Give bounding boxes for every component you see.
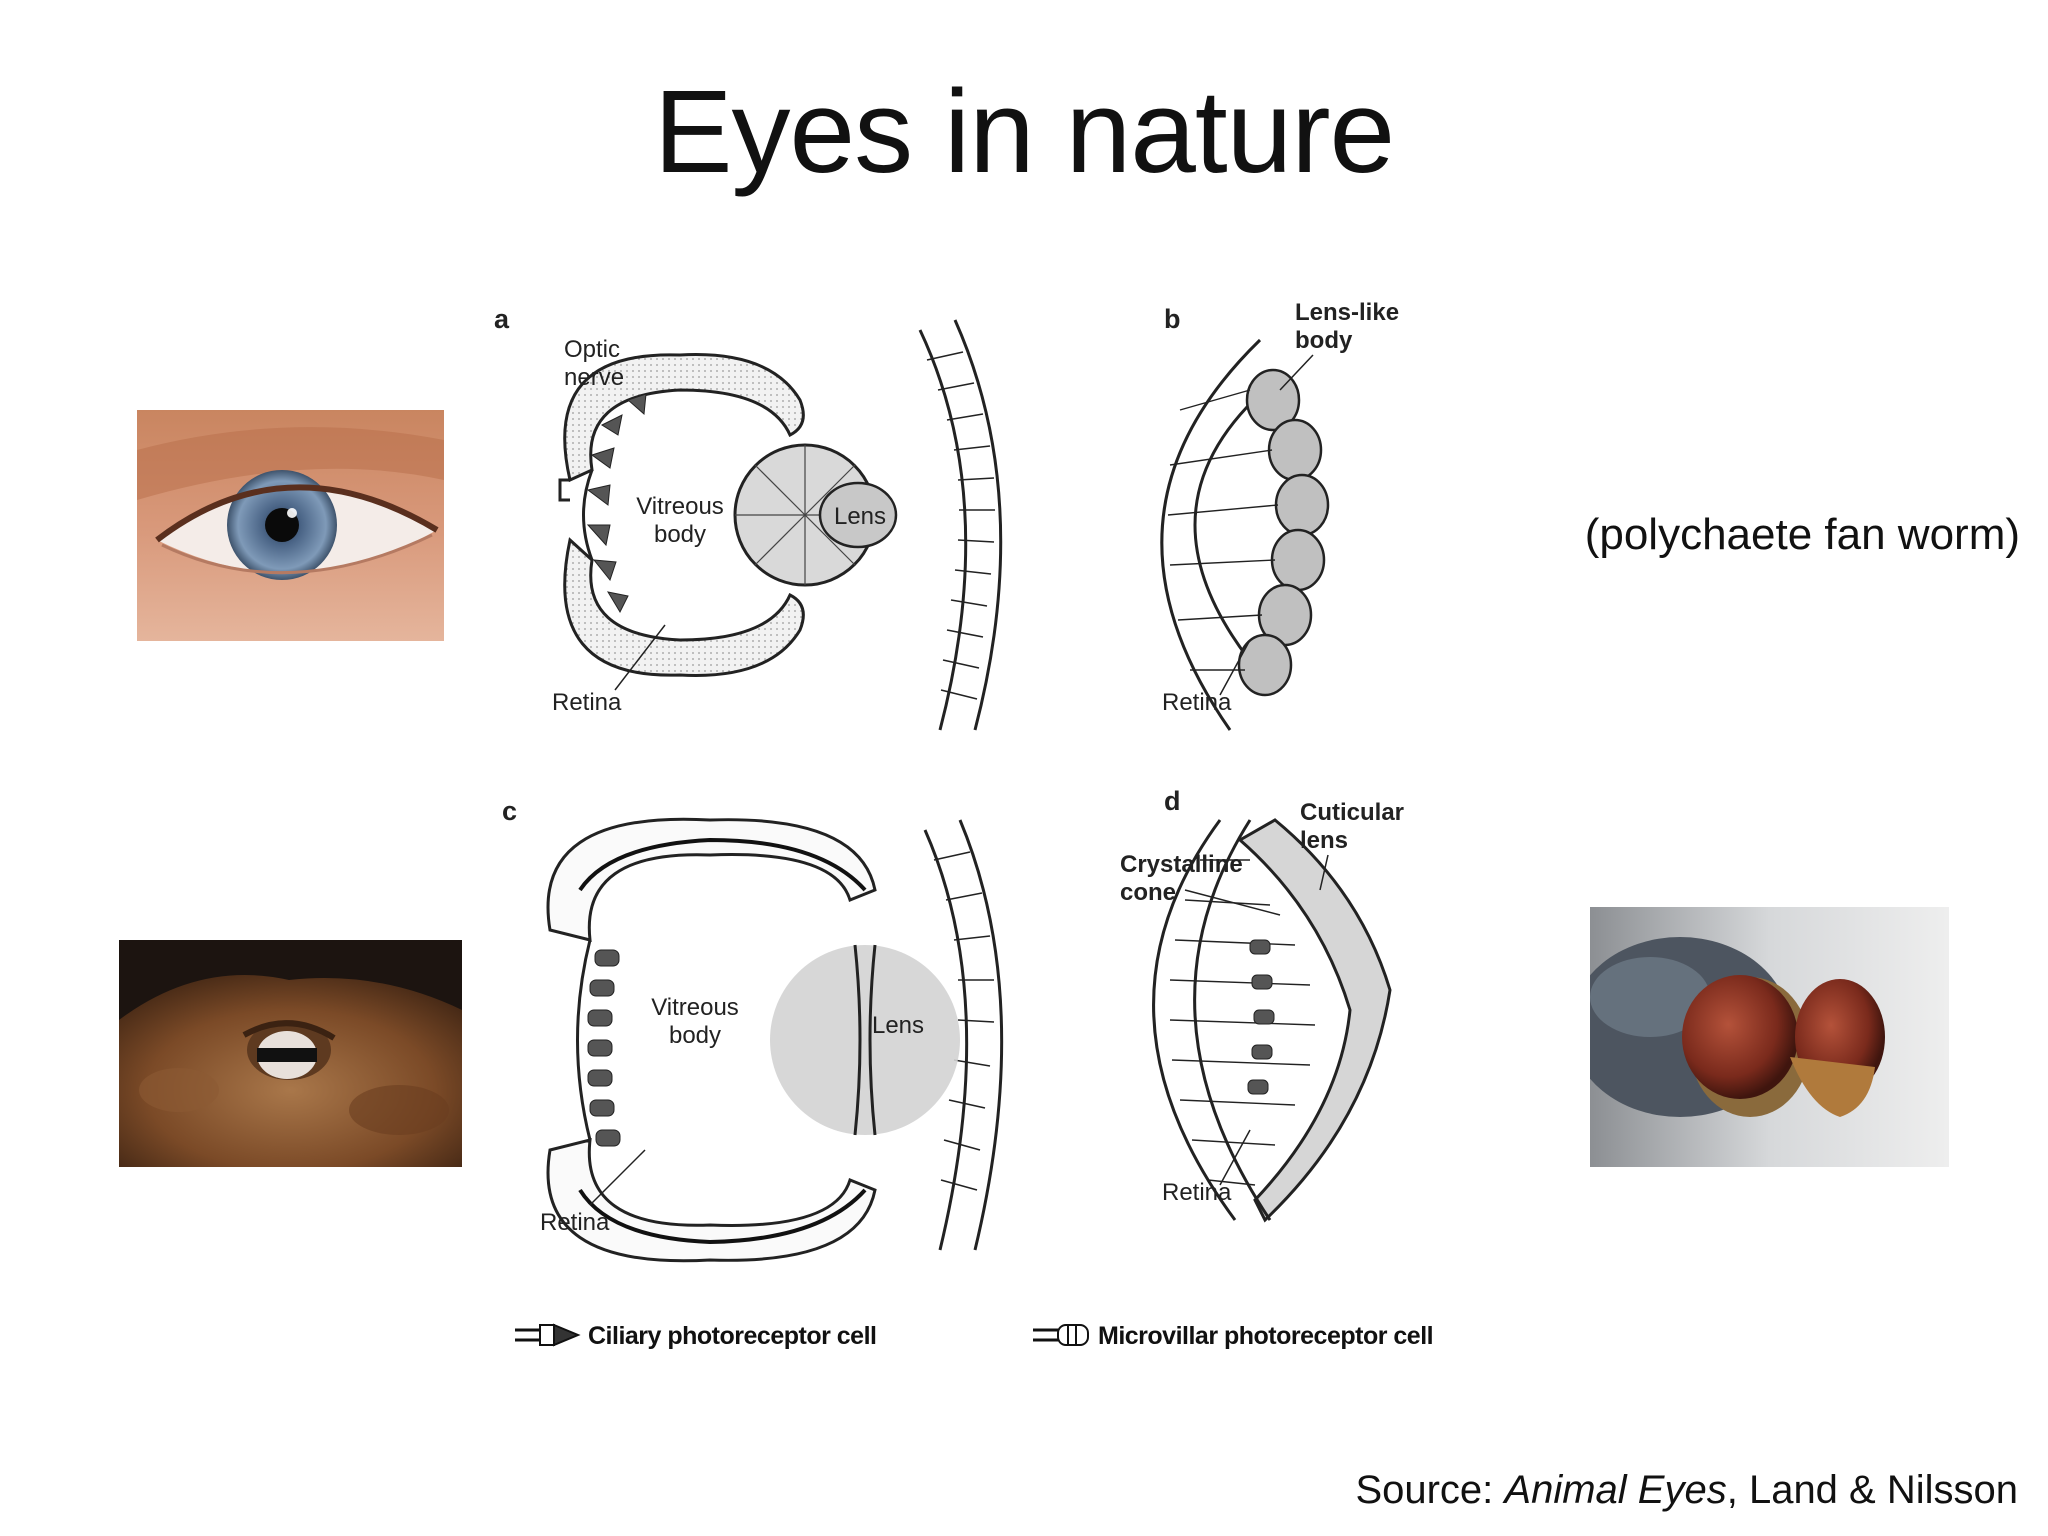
octopus-eye-photo — [119, 940, 462, 1167]
label-nerve: nerve — [564, 364, 624, 391]
panel-b-letter: b — [1164, 304, 1181, 334]
label-vitreous-c: Vitreous — [651, 994, 739, 1021]
panel-b: b Lens-like body Retina — [1160, 299, 1399, 731]
fan-worm-caption: (polychaete fan worm) — [1584, 510, 2020, 559]
label-lens-a: Lens — [834, 503, 886, 530]
ciliary-cell-symbol — [515, 1323, 581, 1347]
label-body-b: body — [1295, 327, 1353, 354]
label-lens-d: lens — [1300, 827, 1348, 854]
label-lens-c: Lens — [872, 1012, 924, 1039]
fly-compound-eye-photo — [1590, 907, 1949, 1167]
panel-d-letter: d — [1164, 786, 1181, 816]
legend: Ciliary photoreceptor cell Microvillar p… — [515, 1322, 1434, 1350]
label-retina-a: Retina — [552, 689, 622, 716]
legend-ciliary: Ciliary photoreceptor cell — [588, 1322, 876, 1350]
label-vitreous-a: Vitreous — [636, 493, 724, 520]
label-body-c: body — [669, 1022, 721, 1049]
eye-types-diagram: a — [480, 290, 1500, 1370]
panel-c: c Vitreous — [502, 796, 1004, 1263]
label-cuticular: Cuticular — [1300, 799, 1404, 826]
panel-d: d Cuticular lens Crystalline cone R — [1120, 786, 1404, 1223]
slide-title: Eyes in nature — [653, 66, 1395, 198]
legend-microvillar: Microvillar photoreceptor cell — [1098, 1322, 1433, 1350]
panel-a: a — [494, 304, 1003, 731]
panel-c-letter: c — [502, 796, 517, 826]
label-retina-c: Retina — [540, 1209, 610, 1236]
panel-a-letter: a — [494, 304, 510, 334]
label-crystalline: Crystalline — [1120, 851, 1243, 878]
label-cone: cone — [1120, 879, 1176, 906]
source-citation: Source: Animal Eyes, Land & Nilsson — [1355, 1468, 2018, 1513]
label-optic: Optic — [564, 336, 620, 363]
source-book-title: Animal Eyes — [1504, 1468, 1727, 1512]
source-prefix: Source: — [1355, 1468, 1505, 1512]
label-body-a: body — [654, 521, 706, 548]
human-eye-photo — [137, 410, 444, 641]
source-authors: , Land & Nilsson — [1726, 1468, 2018, 1512]
label-lens-like: Lens-like — [1295, 299, 1399, 326]
microvillar-cell-symbol — [1033, 1324, 1089, 1346]
